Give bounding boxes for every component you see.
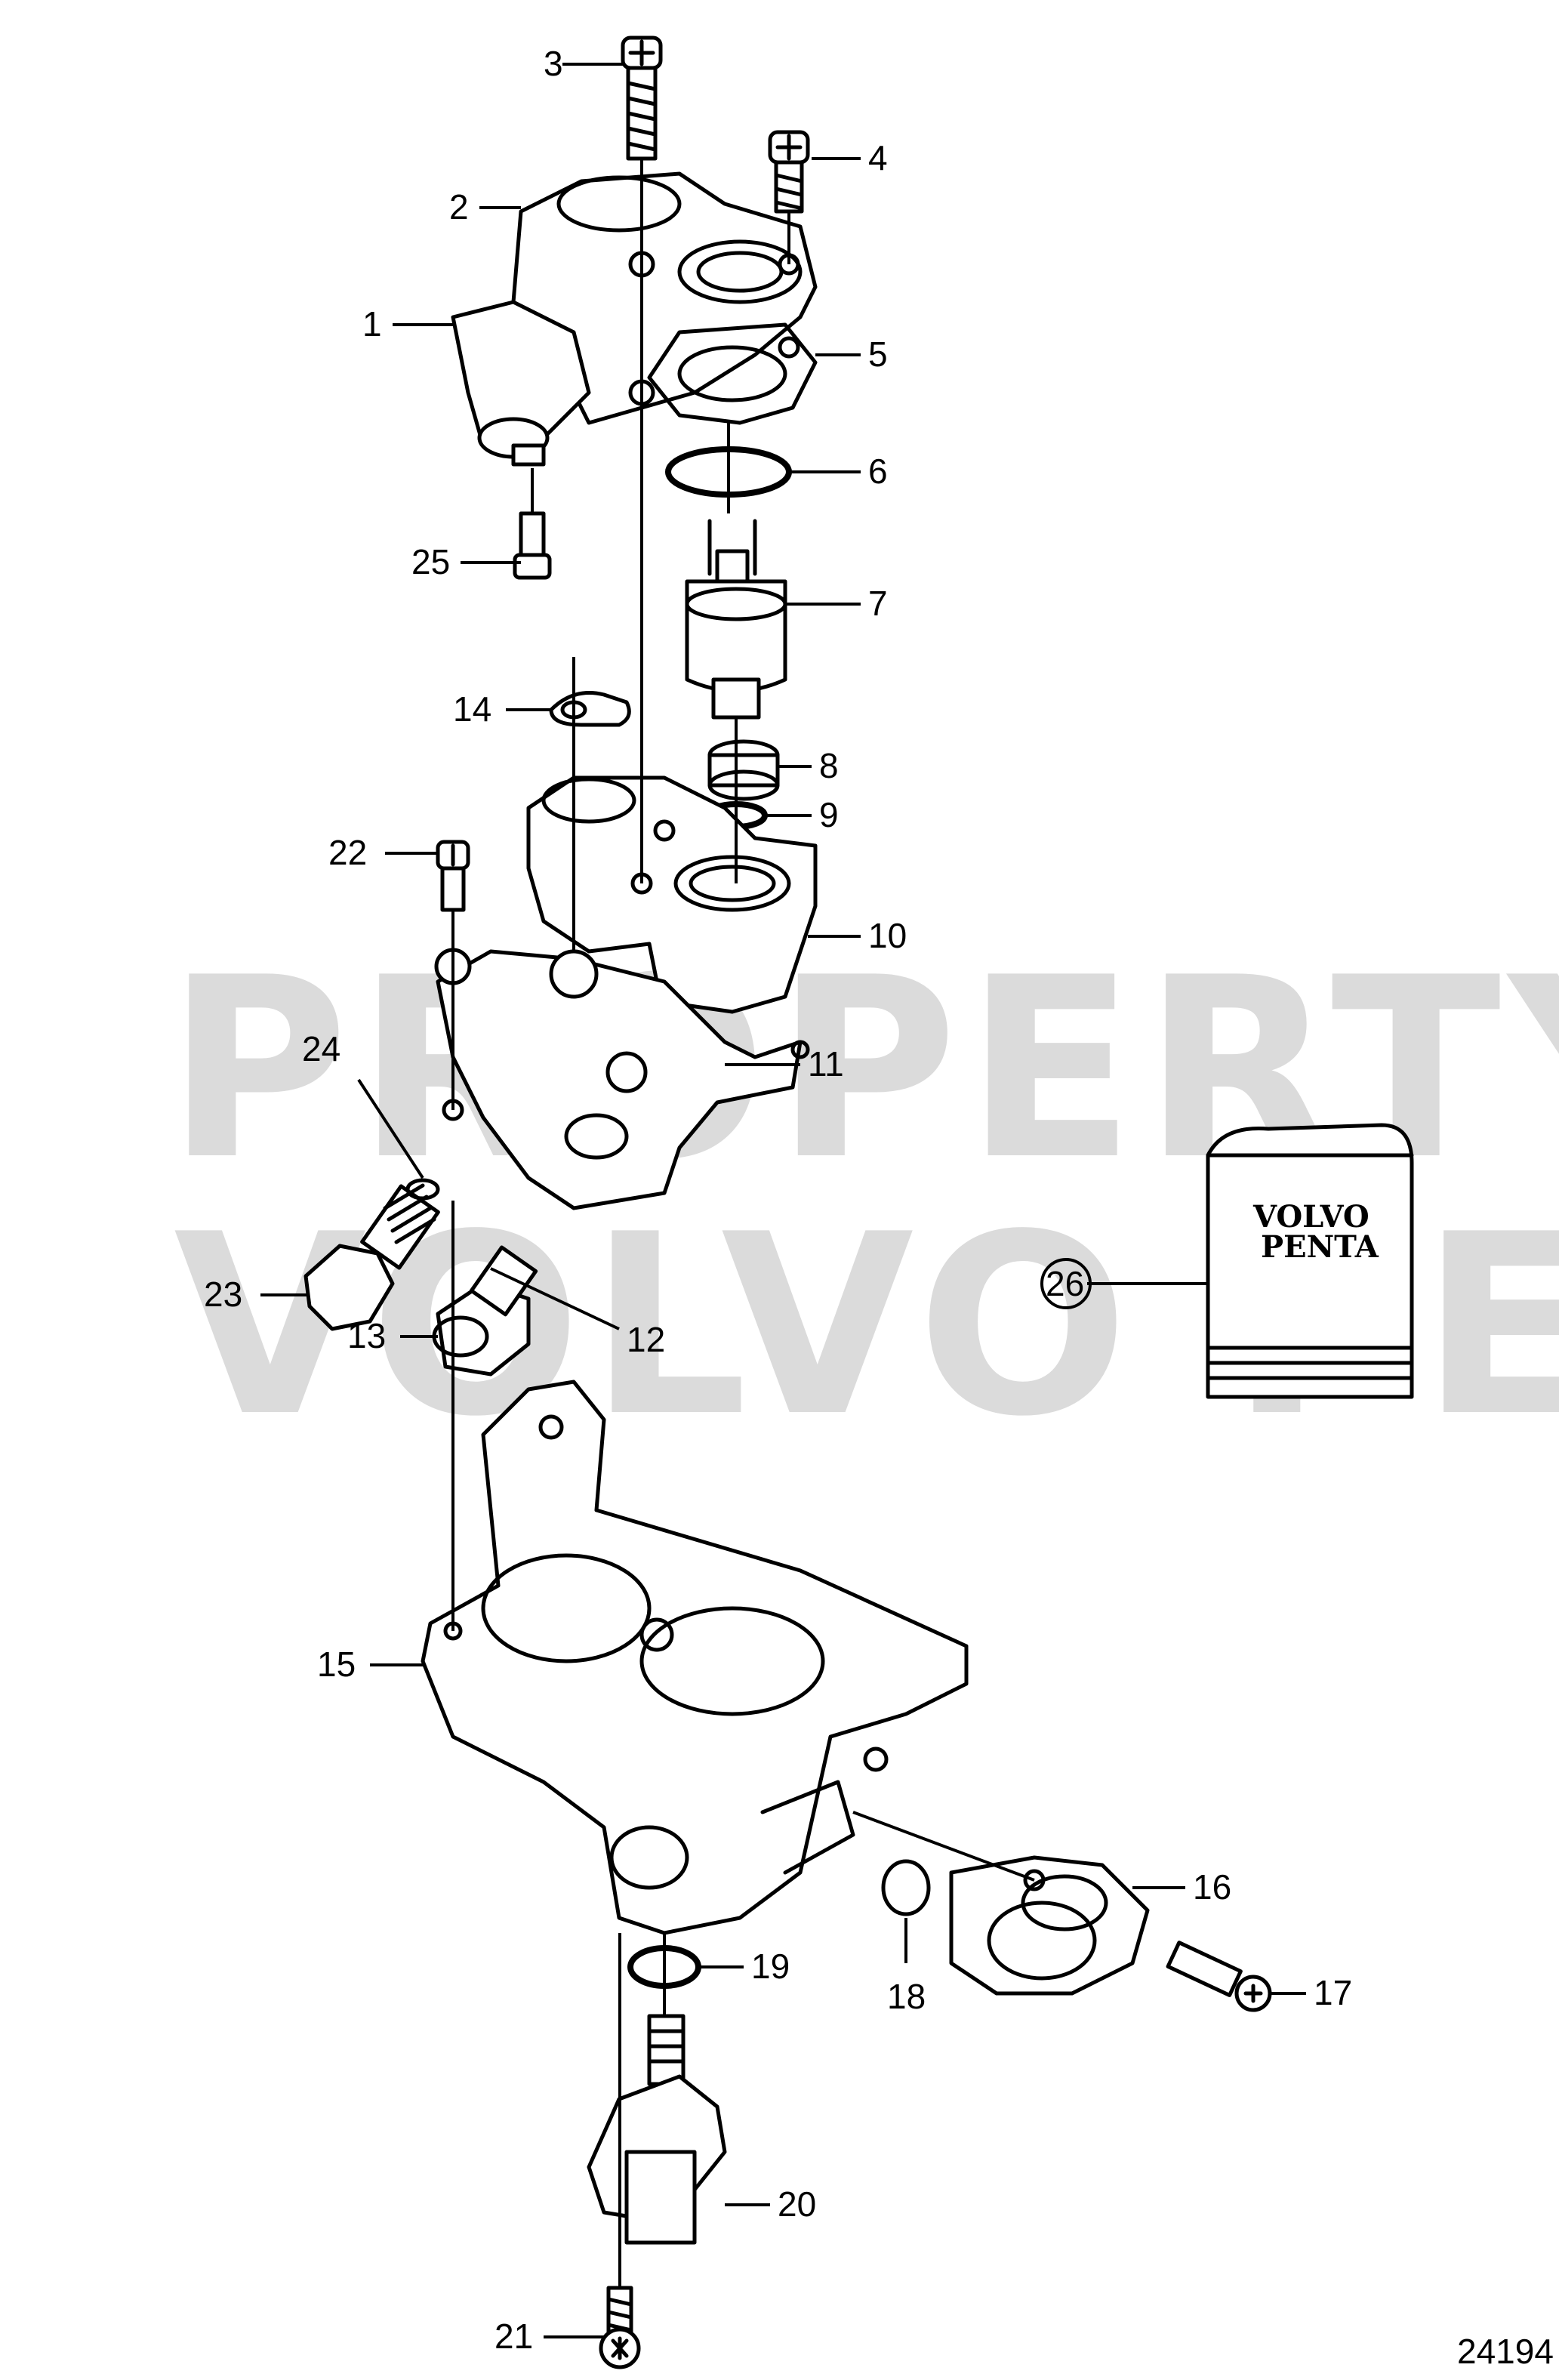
callout-8: 8 — [819, 746, 839, 785]
part-1-2-upper-housing — [451, 171, 818, 467]
callout-10: 10 — [868, 916, 907, 955]
part-18-seal — [881, 1859, 931, 1916]
callout-18: 18 — [887, 1977, 926, 2016]
callout-6: 6 — [868, 452, 888, 491]
part-20-sensor — [587, 2014, 727, 2245]
part-13-fitting — [432, 1245, 538, 1377]
part-24-o-ring — [405, 1178, 440, 1201]
callout-12: 12 — [627, 1320, 665, 1359]
kit-brand-line-2: PENTA — [1261, 1229, 1379, 1265]
part-25-screw — [513, 511, 552, 580]
part-26-kit-box: VOLVO PENTA — [1206, 1123, 1414, 1399]
callout-21: 21 — [495, 2317, 533, 2356]
part-8-filter — [707, 739, 780, 801]
part-15-throttle-body — [421, 1380, 969, 1935]
part-23-fitting — [303, 1183, 440, 1331]
callout-7: 7 — [868, 584, 888, 623]
callout-26: 26 — [1046, 1264, 1084, 1303]
part-17-screw — [1166, 1941, 1272, 2012]
figure-number: 24194 — [1457, 2332, 1554, 2371]
callout-9: 9 — [819, 795, 839, 834]
callout-25: 25 — [411, 542, 450, 581]
part-7-injector — [685, 519, 787, 720]
kit-brand-line-1: VOLVO — [1252, 1199, 1370, 1235]
callout-14: 14 — [453, 689, 491, 729]
part-10-injector-body — [526, 775, 818, 1014]
callout-11: 11 — [808, 1044, 844, 1084]
callout-16: 16 — [1193, 1867, 1231, 1907]
callout-3: 3 — [544, 44, 563, 83]
callout-22: 22 — [328, 833, 367, 872]
callout-leaders — [260, 63, 1306, 2338]
callout-5: 5 — [868, 334, 888, 374]
callout-17: 17 — [1314, 1973, 1352, 2012]
callout-26-circle — [1040, 1258, 1092, 1309]
part-3-screw — [621, 35, 663, 161]
part-16-sensor — [949, 1855, 1150, 1996]
callout-19: 19 — [751, 1947, 790, 1986]
part-21-screw — [599, 2286, 641, 2369]
part-5-gasket — [647, 322, 818, 425]
part-14-gasket — [549, 691, 631, 727]
callout-1: 1 — [362, 304, 382, 344]
part-22-screw — [436, 840, 470, 912]
callout-24: 24 — [302, 1029, 340, 1068]
callout-23: 23 — [204, 1275, 242, 1314]
callout-2: 2 — [449, 187, 469, 227]
callout-15: 15 — [317, 1645, 356, 1684]
alignment-lines — [451, 159, 1035, 2288]
callout-13: 13 — [347, 1316, 386, 1355]
callout-20: 20 — [778, 2184, 816, 2224]
part-4-screw — [768, 130, 810, 214]
callout-4: 4 — [868, 138, 888, 177]
callout-numbers: 1 2 3 4 5 6 7 8 9 10 11 12 13 14 15 16 1… — [204, 44, 1352, 2356]
